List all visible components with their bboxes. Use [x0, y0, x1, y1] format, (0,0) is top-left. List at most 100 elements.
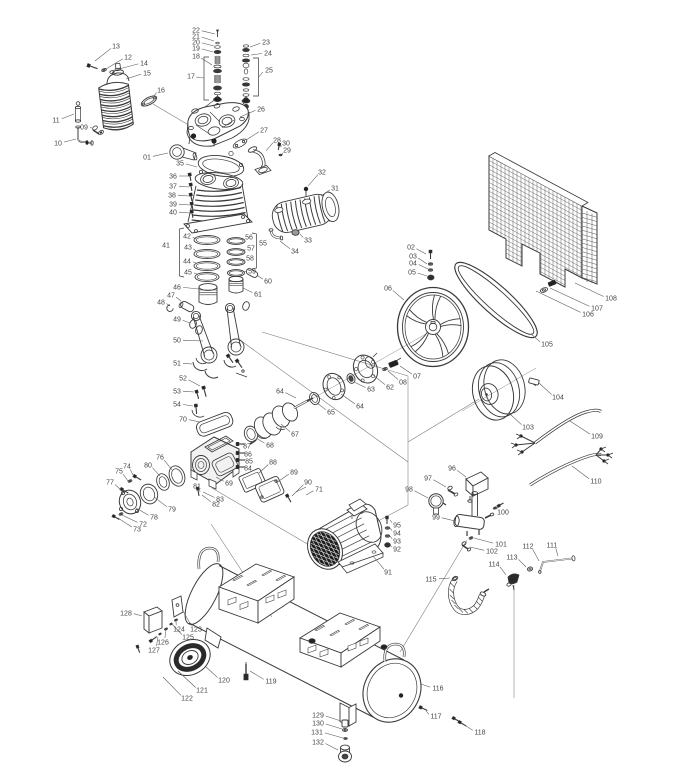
- svg-text:73: 73: [133, 526, 141, 533]
- svg-text:120: 120: [218, 677, 230, 684]
- svg-text:28: 28: [273, 137, 281, 144]
- svg-text:131: 131: [311, 729, 323, 736]
- svg-text:123: 123: [190, 626, 202, 633]
- svg-text:62: 62: [386, 384, 394, 391]
- svg-text:106: 106: [582, 311, 594, 318]
- svg-text:30: 30: [282, 140, 290, 147]
- svg-text:10: 10: [54, 140, 62, 147]
- svg-text:14: 14: [140, 60, 148, 67]
- svg-text:42: 42: [183, 233, 191, 240]
- svg-text:82: 82: [212, 501, 220, 508]
- svg-text:99: 99: [432, 514, 440, 521]
- svg-text:48: 48: [157, 299, 165, 306]
- svg-text:26: 26: [257, 106, 265, 113]
- svg-text:80: 80: [144, 462, 152, 469]
- svg-text:11: 11: [52, 117, 59, 124]
- svg-text:12: 12: [124, 54, 132, 61]
- svg-text:02: 02: [407, 244, 415, 251]
- svg-text:34: 34: [291, 248, 299, 255]
- svg-text:44: 44: [183, 258, 191, 265]
- svg-text:132: 132: [312, 739, 324, 746]
- svg-text:22: 22: [192, 27, 200, 34]
- svg-text:03: 03: [409, 253, 417, 260]
- svg-text:05: 05: [408, 269, 416, 276]
- svg-text:103: 103: [522, 424, 534, 431]
- svg-text:37: 37: [169, 183, 177, 190]
- svg-text:04: 04: [409, 260, 417, 267]
- svg-text:59: 59: [248, 268, 256, 275]
- svg-text:67: 67: [291, 431, 299, 438]
- svg-text:124: 124: [173, 626, 185, 633]
- svg-text:31: 31: [331, 185, 339, 192]
- svg-text:107: 107: [591, 305, 603, 312]
- svg-text:15: 15: [143, 70, 151, 77]
- svg-text:125: 125: [182, 634, 194, 641]
- svg-text:98: 98: [405, 486, 413, 493]
- svg-text:56: 56: [245, 234, 253, 241]
- svg-text:45: 45: [184, 269, 192, 276]
- svg-text:55: 55: [259, 240, 267, 247]
- svg-text:74: 74: [123, 463, 131, 470]
- svg-text:72: 72: [139, 521, 147, 528]
- svg-text:50: 50: [173, 337, 181, 344]
- svg-text:70: 70: [179, 416, 187, 423]
- svg-text:08: 08: [399, 379, 407, 386]
- svg-text:101: 101: [495, 541, 507, 548]
- svg-text:60: 60: [264, 278, 272, 285]
- svg-text:117: 117: [430, 713, 441, 720]
- svg-text:52: 52: [179, 375, 187, 382]
- svg-text:84: 84: [244, 465, 252, 472]
- svg-text:58: 58: [246, 255, 254, 262]
- svg-text:77: 77: [106, 479, 114, 486]
- svg-text:51: 51: [173, 360, 181, 367]
- svg-text:47: 47: [167, 292, 175, 299]
- svg-text:75: 75: [115, 468, 123, 475]
- svg-text:118: 118: [474, 729, 485, 736]
- svg-text:94: 94: [393, 530, 401, 537]
- svg-text:39: 39: [169, 201, 177, 208]
- svg-text:27: 27: [260, 127, 268, 134]
- svg-text:33: 33: [304, 237, 312, 244]
- svg-text:113: 113: [506, 554, 517, 561]
- svg-text:97: 97: [424, 475, 432, 482]
- svg-text:91: 91: [384, 569, 392, 576]
- svg-text:102: 102: [486, 548, 498, 555]
- svg-text:53: 53: [173, 388, 181, 395]
- svg-text:92: 92: [393, 546, 401, 553]
- svg-text:19: 19: [192, 45, 200, 52]
- svg-text:104: 104: [552, 394, 564, 401]
- svg-text:128: 128: [120, 610, 132, 617]
- svg-text:96: 96: [448, 465, 456, 472]
- svg-text:71: 71: [315, 486, 323, 493]
- svg-text:23: 23: [262, 39, 270, 46]
- svg-text:127: 127: [148, 647, 160, 654]
- svg-text:85: 85: [245, 458, 253, 465]
- svg-text:68: 68: [266, 442, 274, 449]
- svg-text:116: 116: [432, 685, 443, 692]
- svg-text:46: 46: [173, 284, 181, 291]
- svg-text:108: 108: [605, 295, 617, 302]
- svg-text:40: 40: [169, 209, 177, 216]
- svg-text:76: 76: [156, 454, 164, 461]
- svg-text:32: 32: [318, 169, 326, 176]
- svg-text:41: 41: [162, 242, 170, 249]
- svg-text:129: 129: [312, 712, 324, 719]
- svg-text:13: 13: [112, 43, 120, 50]
- svg-text:01: 01: [143, 154, 151, 161]
- svg-text:109: 109: [591, 433, 603, 440]
- svg-text:64: 64: [276, 388, 284, 395]
- svg-text:25: 25: [265, 67, 273, 74]
- svg-text:38: 38: [168, 192, 176, 199]
- svg-text:07: 07: [413, 373, 421, 380]
- svg-text:43: 43: [184, 244, 192, 251]
- svg-text:36: 36: [169, 173, 177, 180]
- svg-text:06: 06: [384, 285, 392, 292]
- svg-text:88: 88: [269, 459, 277, 466]
- svg-text:61: 61: [254, 291, 262, 298]
- svg-text:105: 105: [541, 341, 553, 348]
- svg-text:86: 86: [244, 451, 252, 458]
- svg-text:90: 90: [304, 479, 312, 486]
- svg-text:112: 112: [522, 543, 533, 550]
- svg-text:69: 69: [225, 480, 233, 487]
- svg-text:57: 57: [247, 245, 255, 252]
